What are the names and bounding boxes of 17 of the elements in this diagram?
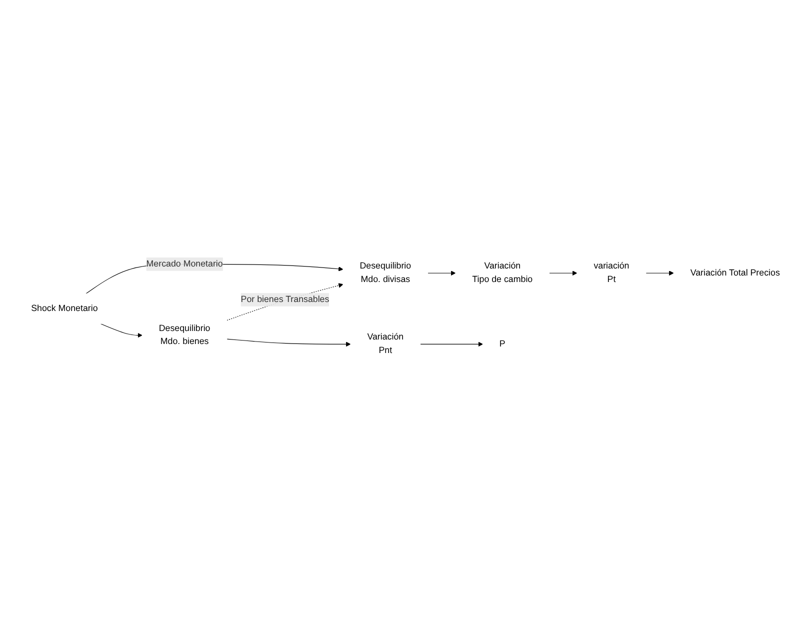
node-text: Variación Pnt [367,332,404,356]
node-text: variación Pt [594,261,630,284]
node-text: P [499,339,506,348]
arrow [420,342,483,346]
node-text: Variación Tipo de cambio [472,261,533,284]
node-text: Variación Total Precios [690,268,780,278]
arrow [226,338,351,346]
arrow [226,282,344,320]
node-text: Shock Monetario [31,304,98,313]
node-text: Desequilibrio Mdo. bienes [158,323,210,346]
arrow [427,270,456,276]
arrow [548,270,578,276]
arrow [100,323,142,338]
arrow [646,270,674,276]
edge-label: Mercado Monetario [146,259,223,269]
node-text: Desequilibrio Mdo. divisas [360,261,412,284]
edge-label: Por bienes Transables [240,294,330,304]
